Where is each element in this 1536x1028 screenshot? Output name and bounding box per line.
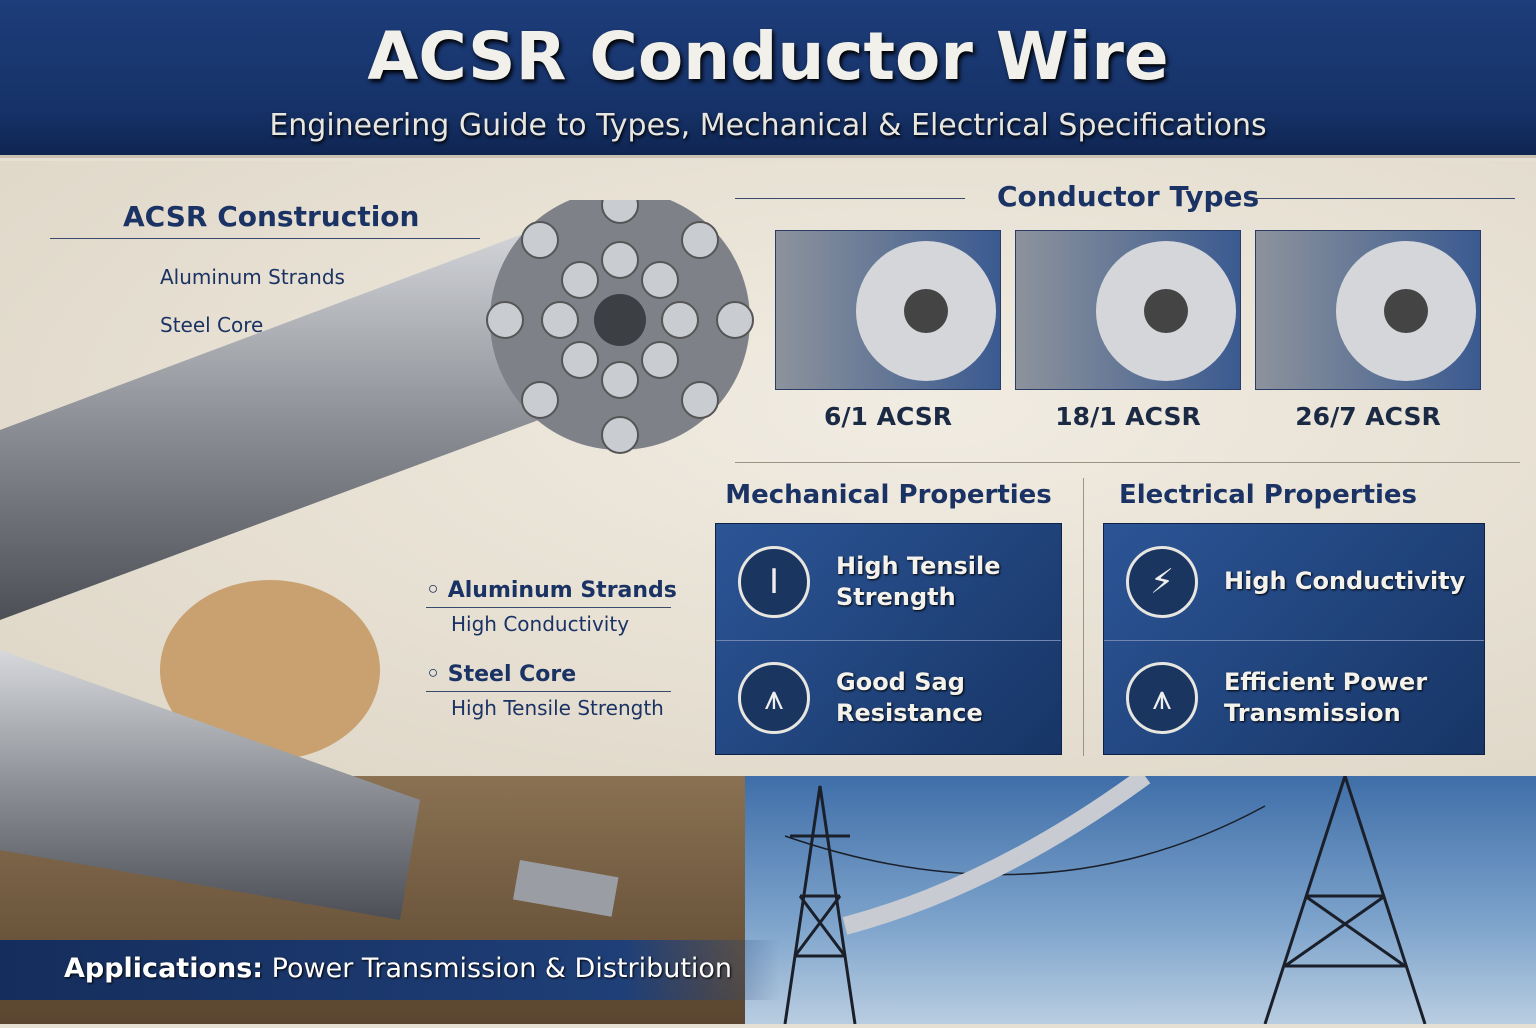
type-label: 26/7 ACSR — [1295, 402, 1441, 431]
legend: ◦ Aluminum Strands High Conductivity ◦ S… — [426, 578, 677, 720]
mechanical-heading: Mechanical Properties — [725, 480, 1052, 510]
callout-steel-core: Steel Core — [160, 313, 264, 337]
header-banner — [0, 0, 1536, 158]
type-label: 6/1 ACSR — [823, 402, 953, 431]
callout-aluminum-strands: Aluminum Strands — [160, 265, 345, 289]
divider — [50, 238, 480, 239]
sky-photo — [745, 768, 1536, 1025]
applications-bar — [0, 940, 780, 1000]
applications-text: Applications: Power Transmission & Distr… — [64, 953, 733, 984]
legend-aluminum-desc: High Conductivity — [451, 612, 630, 636]
page-subtitle: Engineering Guide to Types, Mechanical &… — [269, 108, 1267, 143]
lightning-icon: ⚡ — [1126, 545, 1198, 618]
conductor-types-heading: Conductor Types — [997, 180, 1260, 213]
electrical-heading: Electrical Properties — [1118, 480, 1418, 510]
tower-icon: ⩚ — [738, 662, 810, 734]
divider — [1083, 478, 1084, 756]
legend-steel-desc: High Tensile Strength — [451, 696, 664, 720]
bullet-icon: ◦ — [426, 662, 448, 687]
divider — [735, 198, 965, 199]
legend-aluminum-title: ◦ Aluminum Strands — [426, 578, 677, 603]
tower-icon: ⩚ — [1126, 662, 1198, 734]
legend-steel-title: ◦ Steel Core — [426, 662, 577, 687]
construction-heading: ACSR Construction — [123, 200, 420, 233]
bullet-icon: ◦ — [426, 578, 448, 603]
conductor-image-6-1 — [775, 230, 1001, 390]
acsr-cable-illustration — [0, 200, 754, 920]
type-label: 18/1 ACSR — [1055, 402, 1201, 431]
transmission-towers-illustration — [783, 768, 1427, 1025]
conductor-image-18-1 — [1015, 230, 1241, 390]
divider — [735, 462, 1520, 463]
i-beam-icon: Ⅰ — [738, 545, 810, 618]
page-title: ACSR Conductor Wire — [367, 18, 1169, 95]
divider — [1255, 198, 1515, 199]
conductor-image-26-7 — [1255, 230, 1481, 390]
